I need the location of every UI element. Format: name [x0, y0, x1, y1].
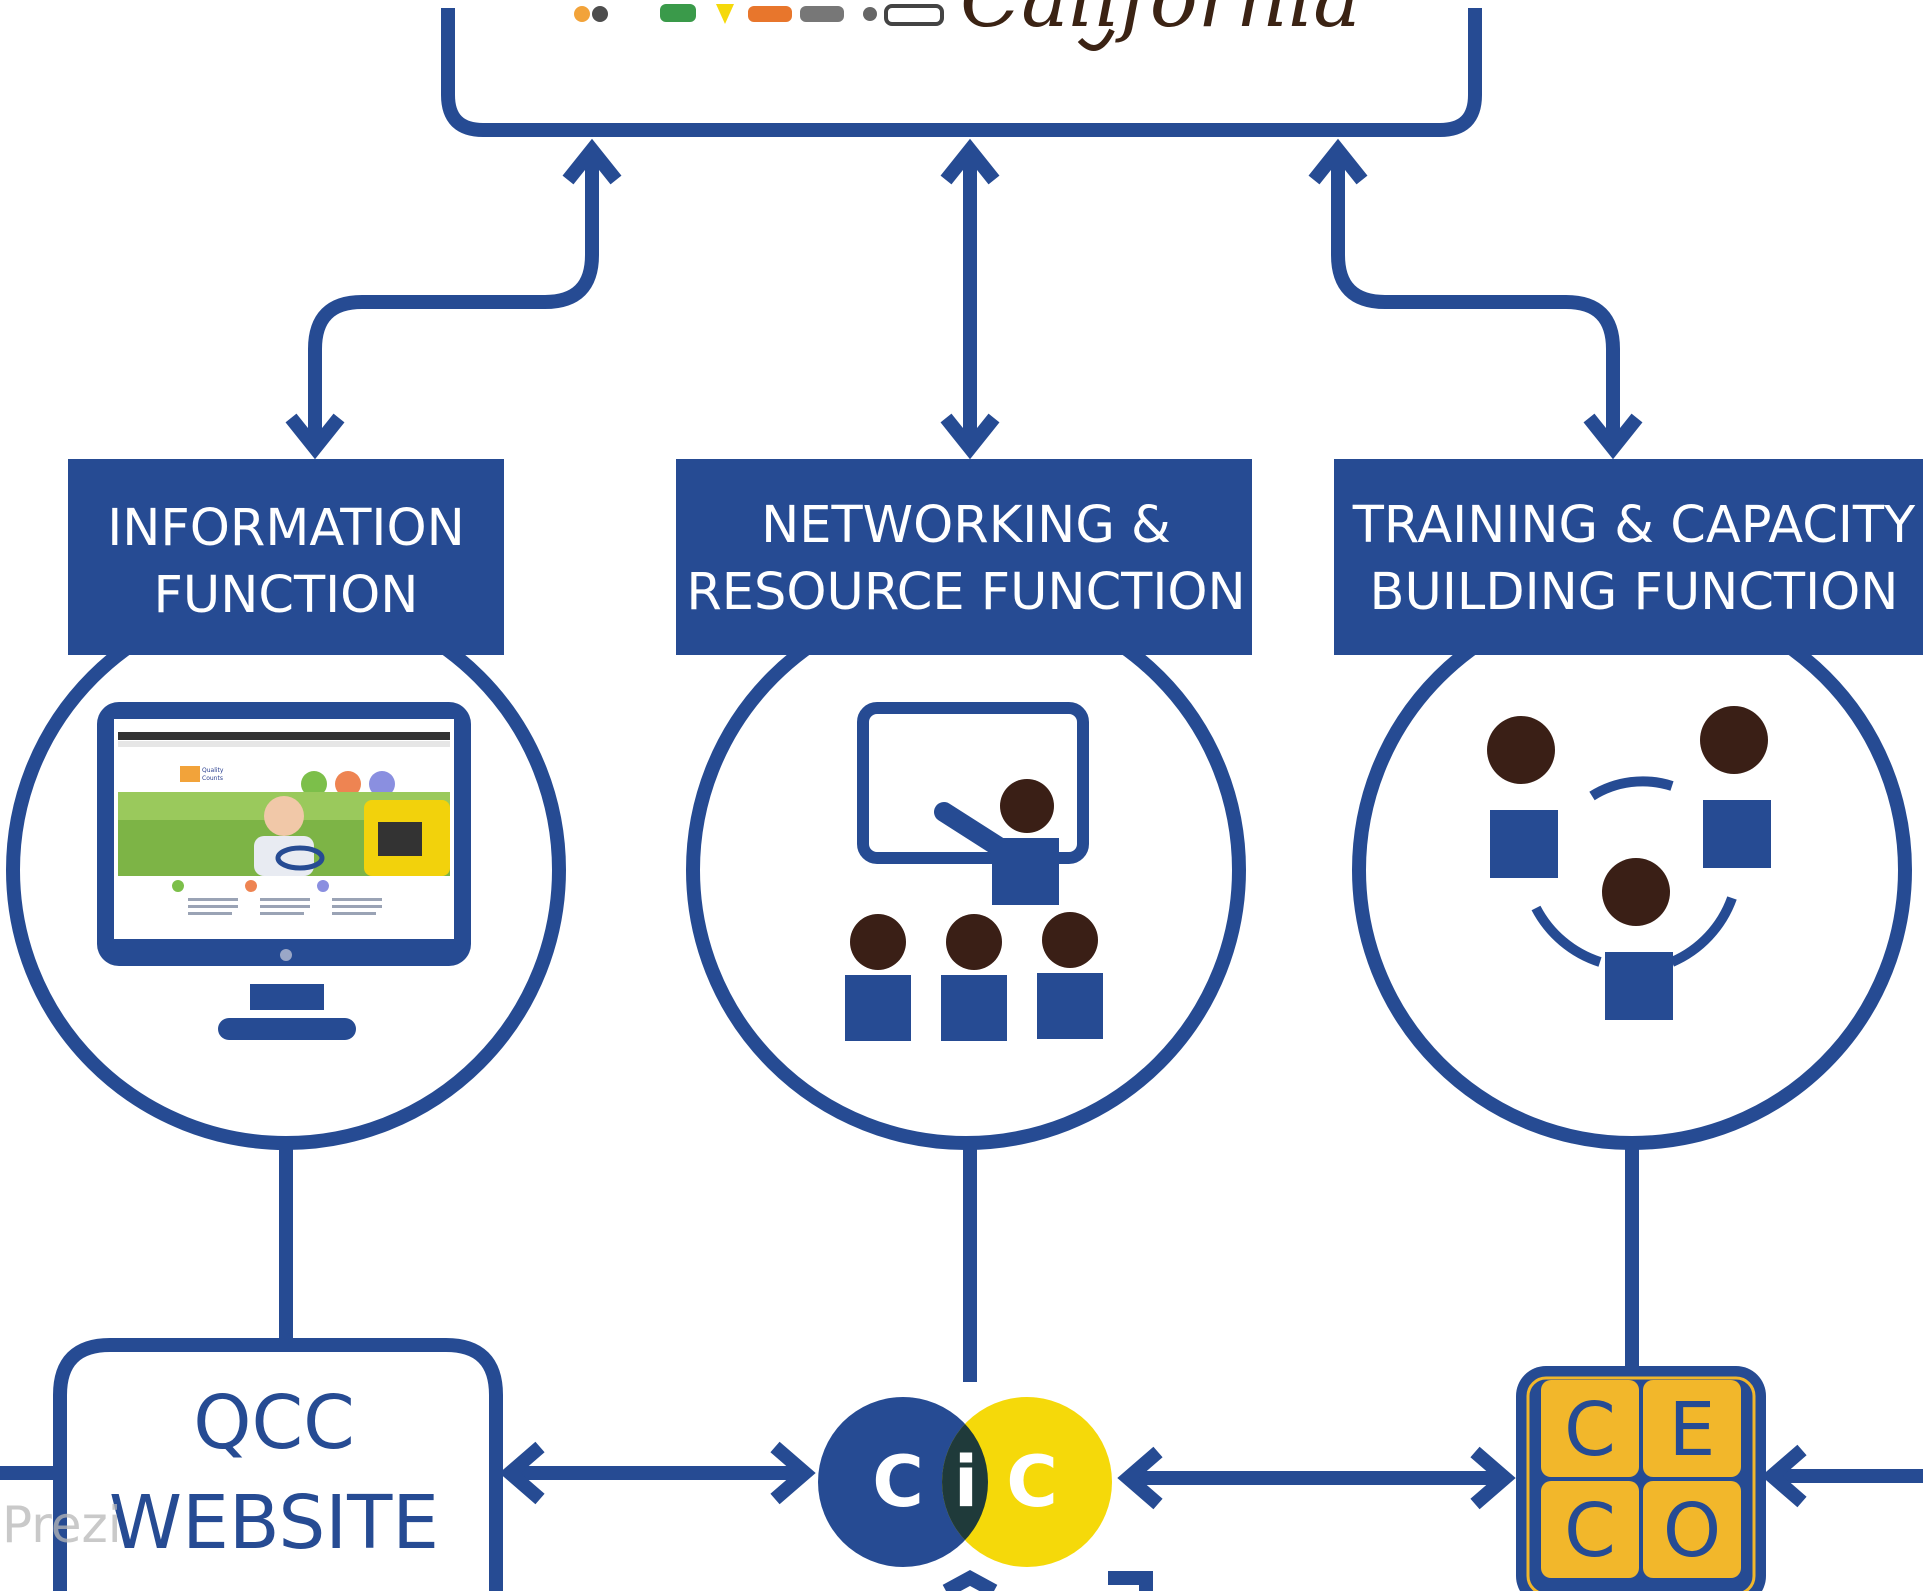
qcc-website-line2: WEBSITE — [109, 1480, 439, 1566]
information-function: INFORMATION FUNCTION Quality Counts — [6, 459, 566, 1150]
children-illustration — [574, 4, 944, 26]
computer-monitor-icon: Quality Counts — [97, 702, 471, 1040]
presentation-audience-icon — [845, 702, 1103, 1041]
site-name-line1: Quality — [202, 767, 224, 774]
site-name-line2: Counts — [202, 775, 223, 782]
networking-resource-function: NETWORKING & RESOURCE FUNCTION — [676, 459, 1252, 1150]
cic-logo[interactable]: C i C — [818, 1397, 1112, 1567]
ceco-letter-e: E — [1669, 1387, 1716, 1473]
function-title-line1: TRAINING & CAPACITY — [1352, 496, 1916, 555]
training-capacity-function: TRAINING & CAPACITY BUILDING FUNCTION — [1334, 459, 1923, 1150]
top-brand-box: California — [441, 0, 1482, 137]
ceco-letter-c1: C — [1564, 1387, 1616, 1473]
vertical-connectors — [279, 1143, 1639, 1382]
connector-right — [1308, 138, 1643, 460]
cic-letter-c1: C — [872, 1441, 923, 1523]
website-screenshot: Quality Counts — [118, 732, 450, 934]
function-title-line2: FUNCTION — [154, 566, 419, 625]
ceco-letter-c2: C — [1564, 1488, 1616, 1574]
function-title-line1: NETWORKING & — [761, 496, 1171, 555]
group-collaboration-icon — [1487, 706, 1771, 1020]
cic-letter-c2: C — [1006, 1441, 1057, 1523]
function-title-line2: RESOURCE FUNCTION — [686, 563, 1245, 622]
qcc-website-box[interactable]: QCC WEBSITE — [53, 1338, 503, 1591]
connector-center — [940, 138, 1000, 460]
prezi-watermark: Prezi — [2, 1496, 122, 1554]
brand-wordmark: California — [960, 0, 1361, 45]
ceco-logo[interactable]: C E C O — [1516, 1366, 1766, 1591]
horizontal-arrows — [0, 1441, 1923, 1591]
connector-left — [285, 138, 622, 460]
cic-letter-i: i — [954, 1441, 978, 1523]
ceco-letter-o: O — [1663, 1488, 1721, 1574]
function-title-line1: INFORMATION — [107, 499, 465, 558]
qcc-website-line1: QCC — [193, 1380, 355, 1466]
function-title-line2: BUILDING FUNCTION — [1370, 563, 1899, 622]
